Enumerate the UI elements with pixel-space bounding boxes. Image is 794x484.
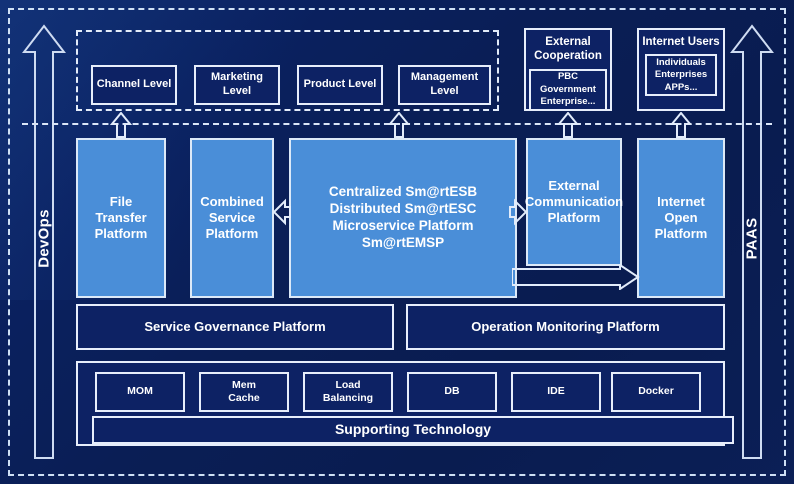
technology-mem-cache[interactable]: Mem Cache — [199, 372, 289, 412]
paas-up-arrow — [730, 22, 774, 462]
consumer-level-product-label: Product Level — [303, 78, 377, 91]
internet-users-group[interactable]: Internet Users Individuals Enterprises A… — [637, 28, 725, 111]
platform-external-communication-label: External Communication Platform — [524, 177, 624, 226]
internet-users-header: Internet Users — [642, 36, 720, 48]
consumer-level-marketing-label: Marketing Level — [211, 71, 263, 97]
platform-combined-service[interactable]: Combined Service Platform — [190, 138, 274, 298]
external-cooperation-body: PBC Government Enterprise... — [529, 68, 607, 111]
platform-combined-service-label: Combined Service Platform — [200, 193, 264, 242]
technology-mem-cache-label: Mem Cache — [228, 378, 260, 404]
core-platform-line-3: Microservice Platform Sm@rtEMSP — [332, 218, 474, 250]
up-arrow-to-external-cooperation — [557, 112, 579, 138]
layer-separator-dashed — [22, 123, 772, 125]
up-arrow-to-internet-users — [670, 112, 692, 138]
up-arrow-to-channel — [110, 112, 132, 138]
technology-db-label: DB — [444, 385, 460, 398]
technology-db[interactable]: DB — [407, 372, 497, 412]
technology-mom[interactable]: MOM — [95, 372, 185, 412]
technology-ide[interactable]: IDE — [511, 372, 601, 412]
internet-users-body-label: Individuals Enterprises APPs... — [654, 56, 708, 93]
technology-ide-label: IDE — [547, 385, 565, 398]
platform-file-transfer-label: File Transfer Platform — [94, 193, 148, 242]
external-cooperation-header: External Cooperation — [534, 36, 602, 63]
long-arrow-core-to-internet-open — [512, 264, 640, 290]
consumer-levels-group — [76, 30, 499, 111]
consumer-level-marketing[interactable]: Marketing Level — [194, 65, 280, 105]
supporting-technology-label: Supporting Technology — [334, 421, 492, 438]
consumer-level-channel[interactable]: Channel Level — [91, 65, 177, 105]
consumer-level-product[interactable]: Product Level — [297, 65, 383, 105]
technology-load-balancing-label: Load Balancing — [322, 378, 374, 404]
platform-external-communication[interactable]: External Communication Platform — [524, 138, 624, 266]
consumer-level-management[interactable]: Management Level — [398, 65, 491, 105]
internet-users-body: Individuals Enterprises APPs... — [645, 54, 717, 97]
devops-up-arrow — [22, 22, 66, 462]
core-platform-line-2: Distributed Sm@rtESC — [329, 201, 477, 217]
band-operation-monitoring-label: Operation Monitoring Platform — [471, 318, 660, 334]
supporting-technology-bar[interactable]: Supporting Technology — [92, 416, 734, 444]
left-arrow-core-to-combined — [273, 198, 291, 226]
platform-core-integration[interactable]: Centralized Sm@rtESB Distributed Sm@rtES… — [289, 138, 517, 298]
technology-docker[interactable]: Docker — [611, 372, 701, 412]
band-operation-monitoring[interactable]: Operation Monitoring Platform — [406, 304, 725, 350]
outer-dashed-border — [8, 8, 786, 476]
technology-mom-label: MOM — [127, 385, 153, 398]
platform-internet-open[interactable]: Internet Open Platform — [637, 138, 725, 298]
core-platform-line-1: Centralized Sm@rtESB — [328, 184, 478, 200]
up-arrow-to-management — [388, 112, 410, 138]
platform-internet-open-label: Internet Open Platform — [654, 193, 708, 242]
technology-docker-label: Docker — [638, 385, 674, 398]
right-arrow-core-to-external — [509, 198, 527, 226]
paas-label: PAAS — [743, 217, 761, 260]
devops-label: DevOps — [35, 209, 53, 268]
platform-file-transfer[interactable]: File Transfer Platform — [76, 138, 166, 298]
consumer-level-channel-label: Channel Level — [96, 78, 172, 91]
band-service-governance[interactable]: Service Governance Platform — [76, 304, 394, 350]
consumer-level-management-label: Management Level — [410, 71, 479, 97]
external-cooperation-group[interactable]: External Cooperation PBC Government Ente… — [524, 28, 612, 111]
band-service-governance-label: Service Governance Platform — [144, 318, 326, 334]
external-cooperation-body-label: PBC Government Enterprise... — [540, 71, 596, 107]
technology-load-balancing[interactable]: Load Balancing — [303, 372, 393, 412]
